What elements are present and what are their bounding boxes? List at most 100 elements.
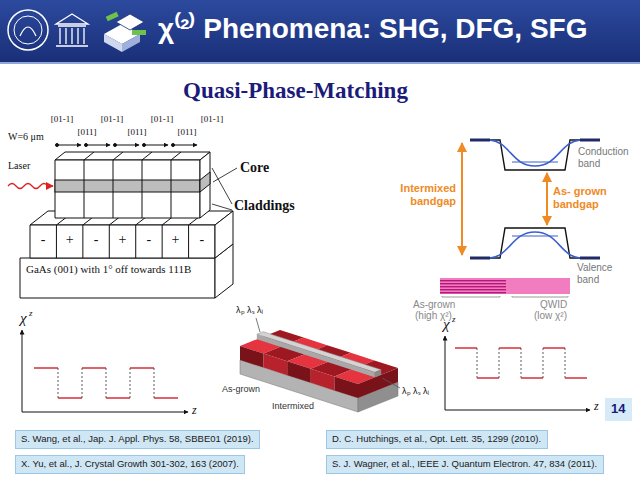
chi-plot-part (82, 367, 106, 368)
waveguide-sketch-part (212, 204, 232, 210)
institute-logo-part (20, 27, 36, 36)
qpm-waveguide-3d-part (257, 334, 375, 377)
domain-sign: + (171, 232, 179, 248)
waveguide-sketch-part (215, 211, 233, 258)
reference-text: S. J. Wagner, et al., IEEE J. Quantum El… (332, 459, 598, 470)
header-bar (0, 0, 640, 63)
bandgap-label: Intermixed bandgap (400, 182, 456, 207)
region-name: Intermixed (272, 401, 314, 411)
waveguide-sketch-part-part (113, 152, 123, 218)
chi-plot-part (543, 347, 565, 348)
region-name: As-grown (222, 384, 260, 394)
header-bar-part (0, 62, 640, 64)
chi-plot-part (154, 397, 178, 398)
beam-arrows (256, 318, 400, 388)
chi-plot-part (521, 377, 543, 378)
qwid-bar-part (440, 278, 570, 294)
waveguide-sketch-part (30, 225, 215, 258)
qpm-waveguide-3d-part (240, 346, 264, 368)
chi-plot-part (58, 368, 59, 398)
region-note: (low χ²) (534, 310, 567, 322)
axis-label: z (594, 400, 599, 414)
chi-plot-part (154, 368, 155, 398)
chi-plot-part (22, 330, 23, 412)
waveguide-sketch-part (84, 152, 181, 218)
reference-box: D. C. Hutchings, et al., Opt. Lett. 35, … (326, 430, 548, 449)
page-number-text: 14 (611, 402, 626, 417)
axis-label: z (192, 404, 197, 418)
waveguide-sketch-part (212, 168, 232, 204)
waveguide-sketch-part (200, 172, 210, 192)
qwid-bar-part (440, 280, 506, 293)
waveguide-sketch-part (213, 168, 237, 182)
wavelength-label: λₚ λₛ λᵢ (402, 386, 429, 396)
chi-plot (22, 330, 188, 412)
domain-sign: - (41, 232, 46, 248)
waveguide-sketch-part (56, 144, 198, 147)
chi-plot-part (477, 348, 478, 378)
reference-text: X. Yu, et al., J. Crystal Growth 301-302… (21, 459, 239, 470)
institute-logo (8, 10, 88, 50)
band-diagram-part (490, 140, 580, 170)
crystal-axis: [01-1] (151, 114, 174, 124)
qpm-waveguide-3d-part (287, 361, 311, 383)
part-name: Laser (8, 160, 30, 172)
waveguide-sketch-part-part (84, 152, 94, 218)
chi-plot-part (565, 348, 566, 378)
slide-title: χ⁽²⁾ Phenomena: SHG, DFG, SFG (158, 13, 587, 45)
header-bar-part (0, 0, 640, 62)
band-diagram-part (546, 173, 548, 225)
domain-sign: - (147, 232, 152, 248)
domain-sign: + (119, 232, 127, 248)
qwid-bar-part-part (440, 283, 506, 284)
beam-arrows-part (256, 318, 260, 332)
axis-label: χ (20, 310, 27, 327)
waveguide-sketch-part-part (173, 145, 197, 146)
substrate-note: GaAs (001) with 1° off towards 111B (26, 263, 211, 276)
part-name: Claddings (234, 198, 295, 214)
axis-label: χ (443, 316, 450, 333)
crystal-axis: [011] (77, 127, 96, 137)
qpm-waveguide-3d-part (375, 370, 381, 378)
chi-plot-part (565, 377, 587, 378)
waveguide-sketch-part-part (57, 145, 81, 146)
axis-label: z (452, 314, 456, 324)
band-name: Valence band (577, 262, 635, 285)
crystal-axis: [01-1] (51, 114, 74, 124)
waveguide-sketch-part (55, 160, 200, 218)
chi-plot-part (82, 368, 83, 398)
chi-plot-part (477, 377, 499, 378)
group-logo-part (104, 34, 122, 52)
chi-plot-part (445, 410, 590, 411)
institute-logo-part (8, 10, 48, 50)
chi-plot-part (22, 412, 188, 413)
reference-text: S. Wang, et al., Jap. J. Appl. Phys. 58,… (21, 434, 254, 445)
waveguide-sketch-part (8, 184, 53, 189)
domain-sign: + (66, 232, 74, 248)
institute-logo-part (14, 16, 42, 44)
group-logo (104, 12, 146, 52)
qpm-waveguide-3d (240, 330, 398, 412)
reference-box: S. J. Wagner, et al., IEEE J. Quantum El… (326, 455, 604, 474)
crystal-axis: [011] (127, 127, 146, 137)
waveguide-sketch-part (20, 258, 215, 298)
waveguide-sketch-part (200, 152, 210, 218)
qpm-waveguide-3d-part (257, 332, 381, 373)
region-name: QWID (540, 299, 567, 311)
page-number: 14 (605, 398, 632, 421)
qpm-waveguide-3d-part (334, 376, 358, 398)
qwid-bar-part-part (440, 289, 506, 290)
band-name: Conduction band (578, 146, 636, 169)
section-heading: Quasi-Phase-Matching (183, 78, 408, 104)
chi-plot-part (58, 397, 82, 398)
band-diagram-part (512, 162, 558, 236)
chi-plot-part (130, 368, 131, 398)
crystal-axis: [011] (177, 127, 196, 137)
chi-plot (445, 336, 590, 410)
reference-box: S. Wang, et al., Jap. J. Appl. Phys. 58,… (15, 430, 260, 449)
chi-plot-part (499, 348, 500, 378)
crystal-axis: [01-1] (101, 114, 124, 124)
dimension: W=6 μm (8, 131, 44, 143)
bandgap-label: As- grown bandgap (553, 185, 633, 210)
chi-plot-part (521, 348, 522, 378)
